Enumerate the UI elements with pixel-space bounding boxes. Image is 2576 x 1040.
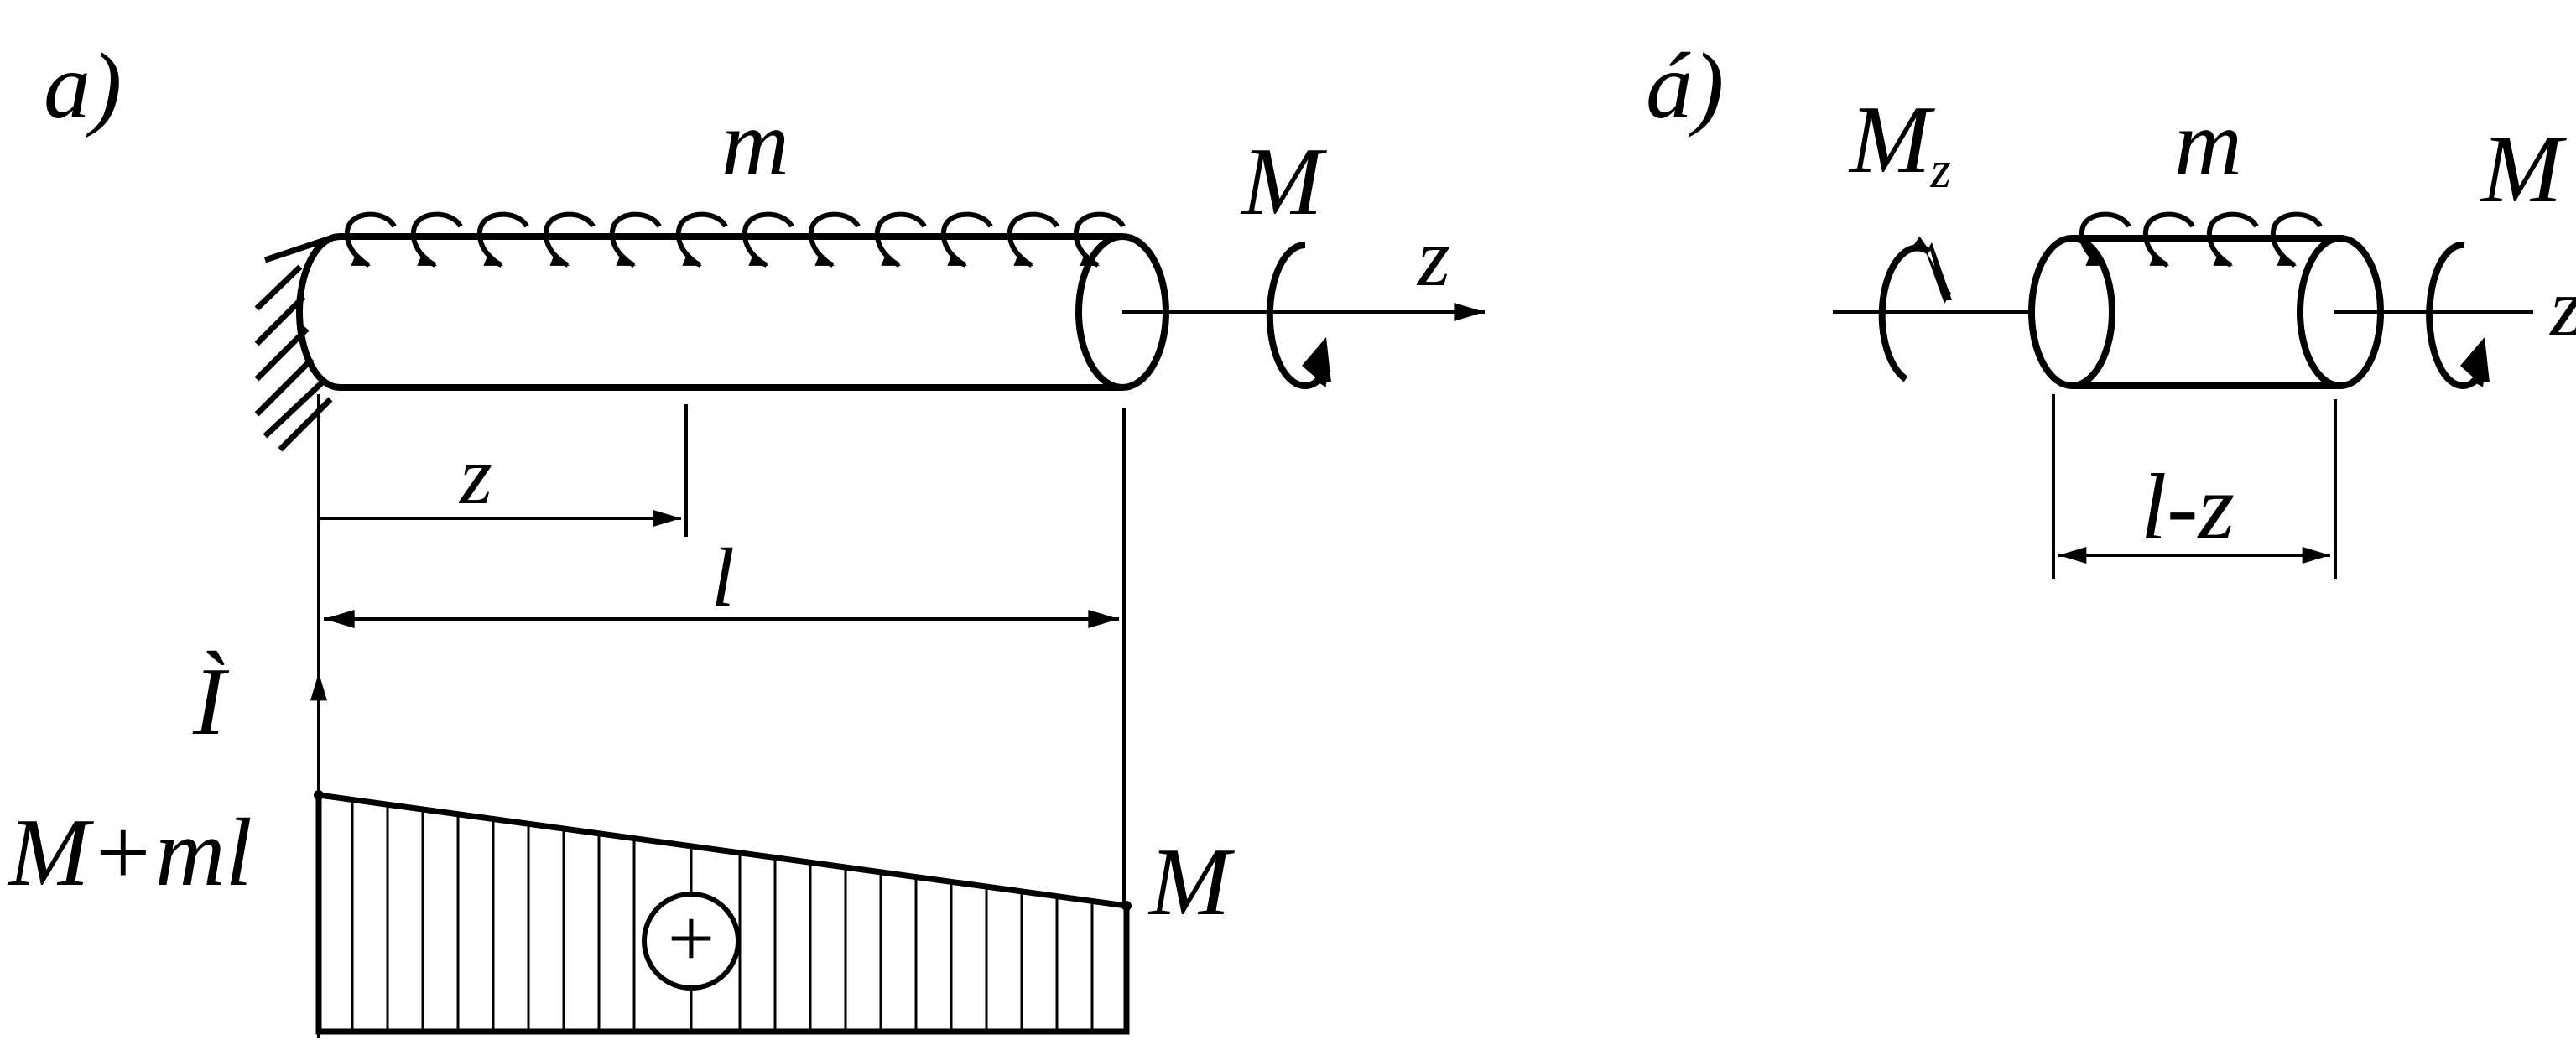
- diagram-left-value: M+ml: [7, 799, 252, 907]
- panel-a-tag: a): [44, 34, 122, 138]
- torque-curl: [1007, 211, 1059, 268]
- dim-label-l-z: l-z: [2141, 455, 2235, 559]
- torque-curl: [742, 211, 794, 268]
- torque-curl: [675, 211, 728, 268]
- torque-curl: [940, 211, 993, 268]
- dimension-lines: [310, 394, 1126, 1038]
- torque-curl: [410, 211, 463, 268]
- end-moment-symbol-b: [2426, 241, 2490, 389]
- sign-symbol: +: [668, 892, 715, 985]
- torque-curl: [2142, 211, 2195, 268]
- shaft-segment: [2028, 235, 2384, 389]
- axis-label-z-b: z: [2548, 261, 2576, 354]
- sign-circle: [642, 892, 741, 991]
- end-moment-symbol: [1266, 241, 1331, 389]
- torque-curl: [2206, 211, 2259, 268]
- moment-label-M: M: [1240, 128, 1327, 236]
- distributed-torque-curls-segment: [2079, 211, 2323, 268]
- axis-label-z: z: [1416, 211, 1450, 304]
- reaction-label: Ì: [192, 648, 230, 756]
- distributed-torque-curls: [344, 211, 1126, 268]
- section-moment-symbol: [1878, 236, 1952, 382]
- dimension-l-z: [2052, 394, 2337, 579]
- panel-a: a) m M z: [7, 34, 1486, 1038]
- diagram-right-value: M: [1147, 829, 1235, 936]
- torque-curl: [2079, 211, 2131, 268]
- load-label-m: m: [721, 91, 789, 195]
- shaft-cylinder: [296, 233, 1169, 391]
- load-label-m-b: m: [2174, 91, 2242, 195]
- torque-curl: [609, 211, 662, 268]
- moment-label-M-b: M: [2480, 116, 2567, 223]
- torque-curl: [808, 211, 861, 268]
- dim-label-l: l: [711, 531, 735, 624]
- dim-label-z: z: [458, 429, 492, 522]
- panel-b: á) Mz m M z: [1646, 34, 2576, 579]
- torque-curl: [543, 211, 596, 268]
- section-moment-label: Mz: [1848, 86, 1951, 199]
- torque-curl: [476, 211, 529, 268]
- torque-curl: [1073, 211, 1126, 268]
- torque-curl: [344, 211, 397, 268]
- torque-curl: [874, 211, 927, 268]
- panel-b-tag: á): [1646, 34, 1724, 138]
- torque-curl: [2270, 211, 2323, 268]
- fixed-support: [254, 233, 337, 452]
- torque-diagram: +: [314, 790, 1132, 1035]
